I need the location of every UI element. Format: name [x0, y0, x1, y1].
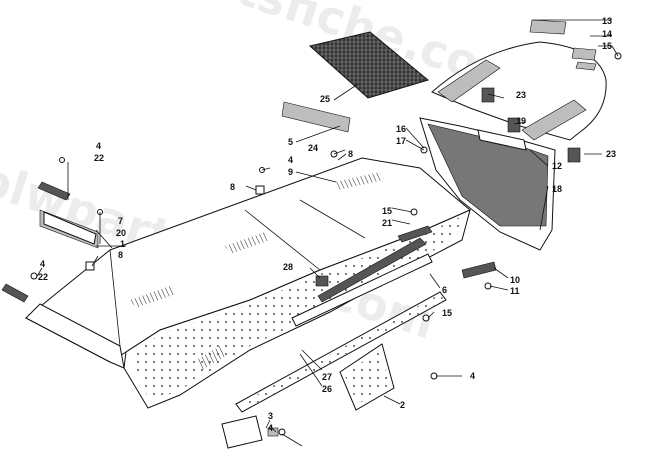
callout-27: 27 — [322, 372, 332, 382]
skid-strip — [461, 261, 497, 279]
grip-mat — [308, 31, 430, 99]
callout-21: 21 — [382, 218, 392, 228]
callout-17: 17 — [396, 136, 406, 146]
callout-9: 9 — [288, 167, 293, 177]
callout-22-left: 22 — [38, 272, 48, 282]
callout-19: 19 — [516, 116, 526, 126]
running-board — [235, 237, 447, 413]
callout-23-top: 23 — [516, 90, 526, 100]
callout-4-mid: 4 — [288, 155, 293, 165]
decal — [529, 19, 567, 35]
callout-14: 14 — [602, 29, 612, 39]
callout-15-mid: 15 — [382, 206, 392, 216]
callout-15-top: 15 — [602, 41, 612, 51]
callout-18: 18 — [552, 184, 562, 194]
callout-13: 13 — [602, 16, 612, 26]
callout-16: 16 — [396, 124, 406, 134]
hook — [481, 87, 581, 163]
callout-4-left: 4 — [96, 141, 101, 151]
callout-12: 12 — [552, 161, 562, 171]
callout-11: 11 — [510, 286, 520, 296]
leader-lines — [35, 19, 619, 447]
callout-22-top: 22 — [94, 153, 104, 163]
bracket — [39, 209, 99, 249]
side-vent — [397, 225, 433, 243]
callout-8-left: 8 — [118, 250, 123, 260]
callout-4-right: 4 — [470, 371, 475, 381]
callout-5: 5 — [288, 137, 293, 147]
callout-20: 20 — [116, 228, 126, 238]
callout-25: 25 — [320, 94, 330, 104]
callout-6: 6 — [442, 285, 447, 295]
callout-26: 26 — [322, 384, 332, 394]
callout-4-far-left: 4 — [40, 259, 45, 269]
license-plate-bracket — [221, 415, 279, 449]
callout-7: 7 — [118, 216, 123, 226]
spacer-left — [1, 181, 71, 303]
callout-24: 24 — [308, 143, 318, 153]
callout-10: 10 — [510, 275, 520, 285]
callout-4-bottom: 4 — [268, 423, 273, 433]
callout-15-low: 15 — [442, 308, 452, 318]
snow-flap — [339, 343, 395, 411]
callout-labels: 13 14 15 25 23 19 16 17 5 23 12 18 24 8 … — [38, 16, 616, 433]
callout-3: 3 — [268, 411, 273, 421]
decal-small — [571, 47, 597, 61]
callout-1: 1 — [120, 239, 125, 249]
callout-8-mid: 8 — [230, 182, 235, 192]
callout-23-right: 23 — [606, 149, 616, 159]
callout-28: 28 — [283, 262, 293, 272]
callout-8-top: 8 — [348, 149, 353, 159]
decal-tab — [575, 61, 597, 71]
callout-2: 2 — [400, 400, 405, 410]
shim-plate — [281, 101, 351, 133]
reflector — [315, 275, 329, 287]
